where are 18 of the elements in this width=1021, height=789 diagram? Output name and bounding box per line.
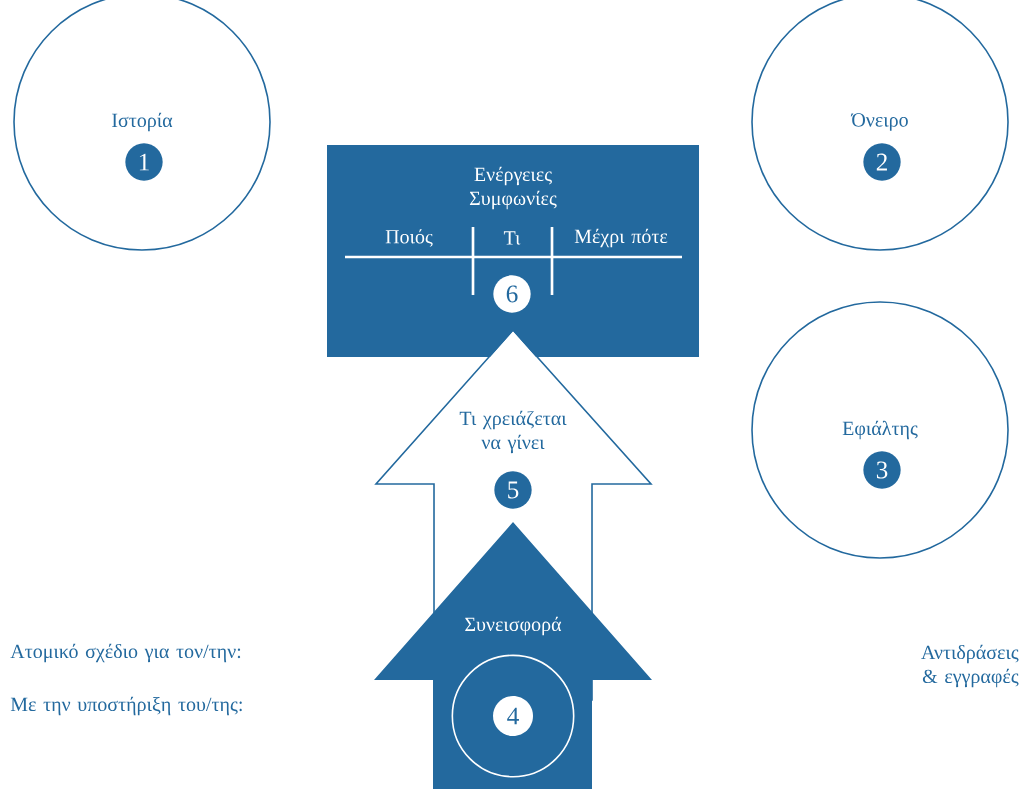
note-text: Αντιδράσεις & εγγραφές — [921, 644, 1019, 688]
number-badge: 6 — [493, 275, 531, 313]
number-badge: 2 — [863, 143, 901, 181]
circle-label: Ιστορία — [112, 112, 173, 132]
column-header: Μέχρι πότε — [574, 228, 668, 248]
number-badge: 1 — [125, 143, 163, 181]
circle-label: Όνειρο — [850, 113, 908, 131]
circle-label: Εφιάλτης — [842, 420, 918, 440]
column-header: Ποιός — [385, 229, 433, 247]
number-badge: 5 — [494, 471, 532, 509]
note-text: Ατομικό σχέδιο για τον/την: — [10, 643, 241, 663]
number-badge: 4 — [493, 696, 533, 736]
arrow-label: Συνεισφορά — [465, 616, 562, 636]
column-header: Τι — [503, 231, 521, 245]
note-text: Με την υποστήριξη του/της: — [10, 696, 242, 716]
panel-title: Ενέργειες Συμφωνίες — [469, 166, 557, 210]
number-badge: 3 — [863, 451, 901, 489]
arrow-label: Τι χρειάζεται να γίνει — [459, 410, 567, 454]
